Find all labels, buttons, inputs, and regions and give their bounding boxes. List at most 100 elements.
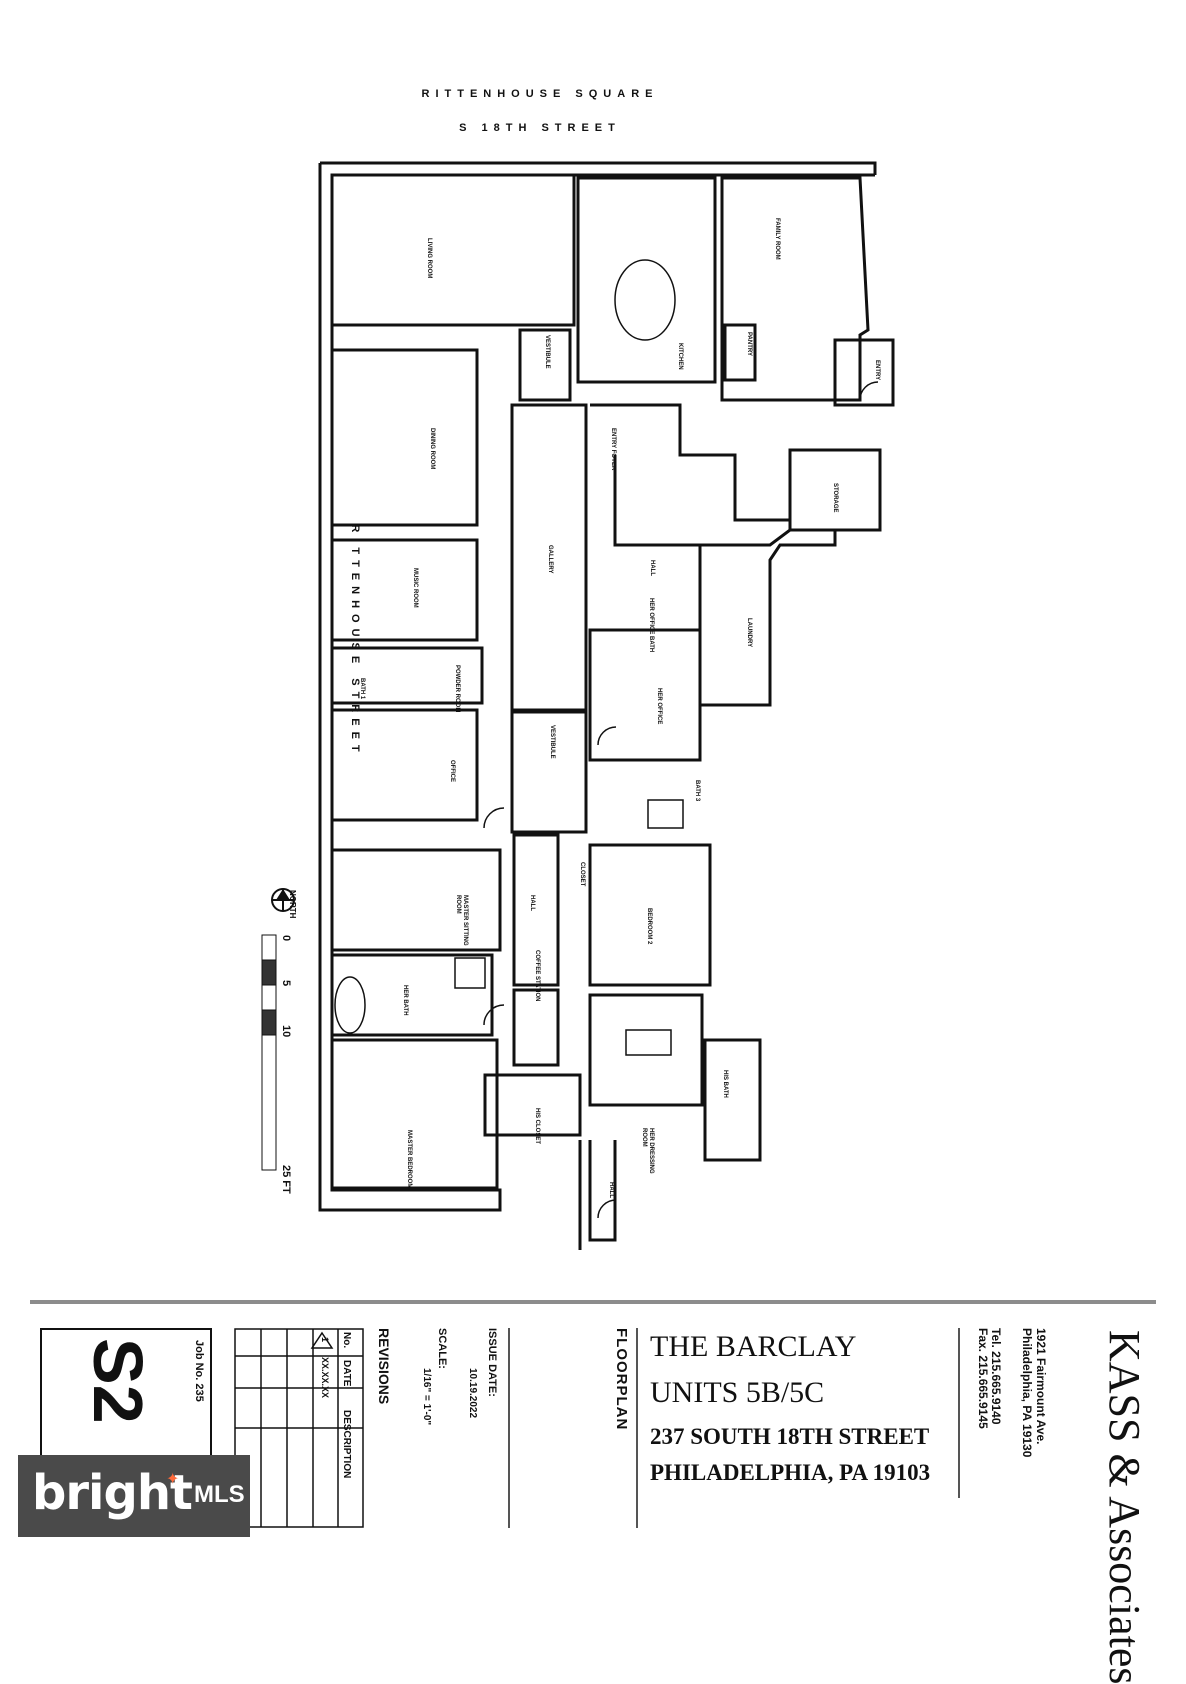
- issue-date-value: 10.19.2022: [467, 1368, 478, 1419]
- room-label-closet: CLOSET: [579, 862, 585, 887]
- rev-row-date: XX.XX.XX: [320, 1357, 330, 1399]
- island-2: [625, 1029, 672, 1056]
- watermark-suffix: MLS: [194, 1481, 245, 1508]
- room-label-family: FAMILY ROOM: [774, 218, 780, 260]
- family-room-walls: [720, 176, 870, 402]
- room-label-vestibule2: VESTIBULE: [549, 725, 555, 759]
- pantry-walls: [723, 323, 757, 382]
- tub: [334, 976, 366, 1034]
- vestibule2-walls: [510, 710, 588, 834]
- entry-area: [590, 403, 790, 547]
- door-swing-3: [597, 1199, 617, 1219]
- room-label-her-bath: HER BATH: [402, 985, 408, 1016]
- bright-mls-watermark: bright ✦ MLS: [18, 1455, 250, 1537]
- scale-value: 1/16" = 1'-0": [421, 1368, 432, 1426]
- kitchen-walls: [576, 176, 717, 384]
- project-units: UNITS 5B/5C: [650, 1376, 825, 1409]
- room-label-her-office: HER OFFICE: [656, 688, 662, 725]
- dining-room-walls: [330, 348, 479, 527]
- music-room-walls: [330, 538, 479, 642]
- room-label-gallery: GALLERY: [547, 545, 553, 574]
- scale-bar: [261, 934, 277, 1171]
- scale-tick-0: 0: [280, 935, 292, 942]
- floorplan-drawing: [261, 161, 895, 1250]
- office-walls: [330, 708, 479, 822]
- firm-logo: KASS & Associates: [1100, 1330, 1149, 1684]
- laundry-walls: [698, 528, 837, 707]
- shower: [454, 957, 486, 989]
- vestibule1-walls: [518, 328, 572, 402]
- drawing-type: FLOORPLAN: [613, 1328, 630, 1431]
- room-label-dining: DINING ROOM: [429, 428, 435, 470]
- room-label-storage: STORAGE: [832, 483, 838, 513]
- room-label-coffee: COFFEE STATION: [534, 950, 540, 1002]
- room-label-his-closet: HIS CLOSET: [534, 1108, 540, 1145]
- watermark-brand: bright: [32, 1465, 193, 1521]
- room-label-his-bath: HIS BATH: [722, 1070, 728, 1098]
- her-dressing-walls: [588, 993, 704, 1107]
- divider-2: [636, 1328, 638, 1528]
- room-label-music: MUSIC ROOM: [412, 568, 418, 608]
- room-label-vestibule1: VESTIBULE: [544, 335, 550, 369]
- north-arrow-icon: [271, 888, 295, 912]
- master-bedroom-walls: [330, 1038, 499, 1190]
- master-sitting-walls: [330, 848, 502, 952]
- gallery-walls: [510, 403, 588, 712]
- divider-3: [958, 1328, 960, 1498]
- title-block-rule: [30, 1300, 1156, 1304]
- room-label-master-sitting: MASTER SITTING ROOM: [455, 895, 468, 946]
- scale-label: SCALE:: [436, 1328, 448, 1369]
- room-label-his-office-bath: HER OFFICE BATH: [648, 598, 654, 653]
- bath1-walls: [330, 646, 484, 705]
- room-label-pantry: PANTRY: [746, 332, 752, 356]
- kitchen-island: [614, 259, 676, 341]
- project-city: PHILADELPHIA, PA 19103: [650, 1460, 931, 1485]
- entry-walls: [833, 338, 895, 407]
- room-label-living: LIVING ROOM: [426, 238, 432, 279]
- room-label-hall2: HALL: [529, 895, 535, 911]
- firm-tel: Tel. 215.665.9140: [989, 1328, 1003, 1425]
- firm-address-1: 1921 Fairmount Ave.: [1034, 1328, 1048, 1445]
- firm-address-2: Philadelphia, PA 19130: [1020, 1328, 1034, 1458]
- living-room-walls: [330, 173, 576, 327]
- rev-header-description: DESCRIPTION: [341, 1410, 352, 1479]
- room-label-entry: ENTRY: [874, 360, 880, 381]
- project-address: 237 SOUTH 18TH STREET: [650, 1424, 930, 1449]
- room-label-entry-foyer: ENTRY FOYER: [610, 428, 616, 471]
- street-label-rittenhouse-square: RITTENHOUSE SQUARE: [421, 88, 659, 100]
- bedroom2-walls: [588, 843, 712, 987]
- revisions-title: REVISIONS: [376, 1328, 392, 1405]
- rev-header-no: No.: [341, 1332, 352, 1349]
- room-label-master-bedroom: MASTER BEDROOM: [406, 1130, 412, 1189]
- firm-fax: Fax. 215.665.9145: [976, 1328, 990, 1429]
- room-label-bedroom2: BEDROOM 2: [646, 908, 652, 945]
- divider: [508, 1328, 510, 1528]
- hall3-walls: [512, 988, 560, 1067]
- hall2-walls: [512, 833, 560, 987]
- rev-header-date: DATE: [341, 1360, 352, 1387]
- north-label: NORTH: [288, 890, 297, 919]
- street-label-18th-street: S 18TH STREET: [459, 122, 621, 134]
- room-label-kitchen: KITCHEN: [677, 343, 683, 370]
- room-label-bath3: BATH 3: [694, 780, 700, 802]
- revisions-grid: [234, 1328, 364, 1528]
- room-label-powder: POWDER ROOM: [454, 665, 460, 713]
- her-office-walls: [588, 628, 702, 762]
- door-swing-1: [483, 807, 505, 829]
- watermark-spark-icon: ✦: [166, 1471, 180, 1488]
- issue-date-label: ISSUE DATE:: [486, 1328, 498, 1397]
- exterior-wall: [318, 161, 877, 1212]
- scale-tick-5: 5: [280, 980, 292, 987]
- sheet-number: S2: [79, 1338, 157, 1424]
- door-swing-5: [859, 381, 879, 401]
- door-swing-4: [483, 1004, 505, 1026]
- hall-south-walls: [578, 1140, 617, 1250]
- room-label-bath1: BATH 1: [359, 678, 365, 700]
- rev-row-no: 1: [320, 1337, 330, 1343]
- room-label-her-dressing: HER DRESSING ROOM: [641, 1128, 654, 1174]
- door-swing-2: [597, 726, 617, 746]
- his-bath-walls: [703, 1038, 762, 1162]
- shower-2: [647, 799, 684, 829]
- her-bath-walls: [330, 953, 494, 1037]
- job-number: Job No. 235: [193, 1340, 205, 1402]
